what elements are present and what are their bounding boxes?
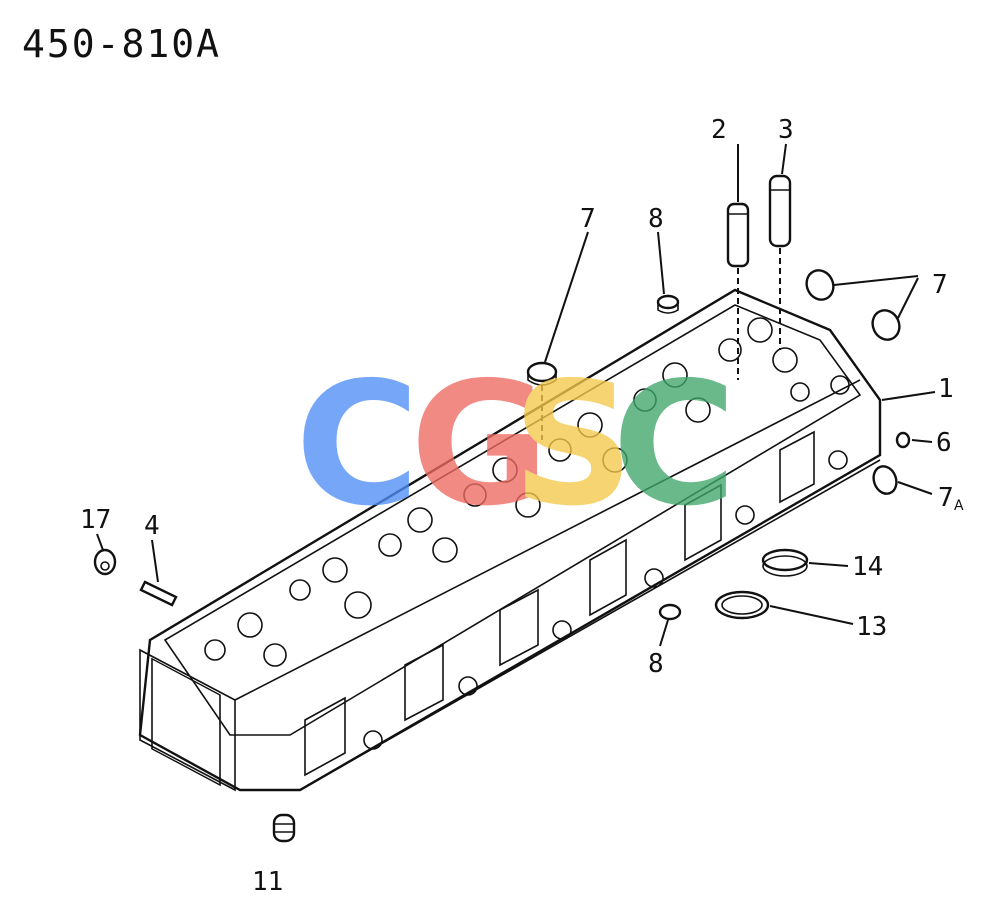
watermark: C G S C: [295, 346, 737, 544]
callout-8-lower: 8: [648, 649, 664, 679]
callout-6: 6: [936, 428, 952, 458]
callout-4: 4: [144, 511, 160, 541]
callout-11: 11: [252, 867, 283, 897]
callout-2: 2: [711, 115, 727, 145]
callout-14: 14: [852, 552, 883, 582]
part-8-plug-top: [656, 294, 680, 314]
cylinder-head: [138, 288, 882, 792]
watermark-letter-g: G: [410, 346, 550, 544]
part-3-valve-guide: [768, 174, 792, 350]
watermark-letter-c1: C: [295, 346, 420, 544]
callout-8-top: 8: [648, 204, 664, 234]
callout-7-right: 7: [932, 270, 948, 300]
part-17-nut: [93, 548, 117, 576]
part-8-plug-lower: [658, 603, 682, 621]
part-6-plug: [895, 431, 911, 449]
watermark-letter-s: S: [512, 346, 634, 544]
part-7a-plug: [872, 465, 898, 495]
part-4-dowel-pin: [139, 580, 178, 607]
part-2-valve-guide: [726, 202, 750, 380]
diagram-code: 450-810A: [22, 22, 222, 66]
part-13-o-ring: [714, 590, 770, 620]
callout-7a-suffix: A: [954, 498, 964, 514]
callout-7a: 7: [938, 483, 954, 513]
callout-17: 17: [80, 505, 111, 535]
part-7-plug-top: [526, 361, 558, 440]
part-7-caps-right: [805, 269, 901, 341]
watermark-letter-c2: C: [612, 346, 737, 544]
part-11-plug: [272, 813, 296, 843]
callout-1: 1: [938, 374, 954, 404]
leader-lines: [96, 143, 936, 647]
callout-3: 3: [778, 115, 794, 145]
callout-13: 13: [856, 612, 887, 642]
part-14-seal-ring: [761, 548, 809, 577]
callout-7-top: 7: [580, 204, 596, 234]
callouts: 2 3 7 8 7 1 6 7 A 14 13 8 4 17 11: [80, 115, 964, 897]
